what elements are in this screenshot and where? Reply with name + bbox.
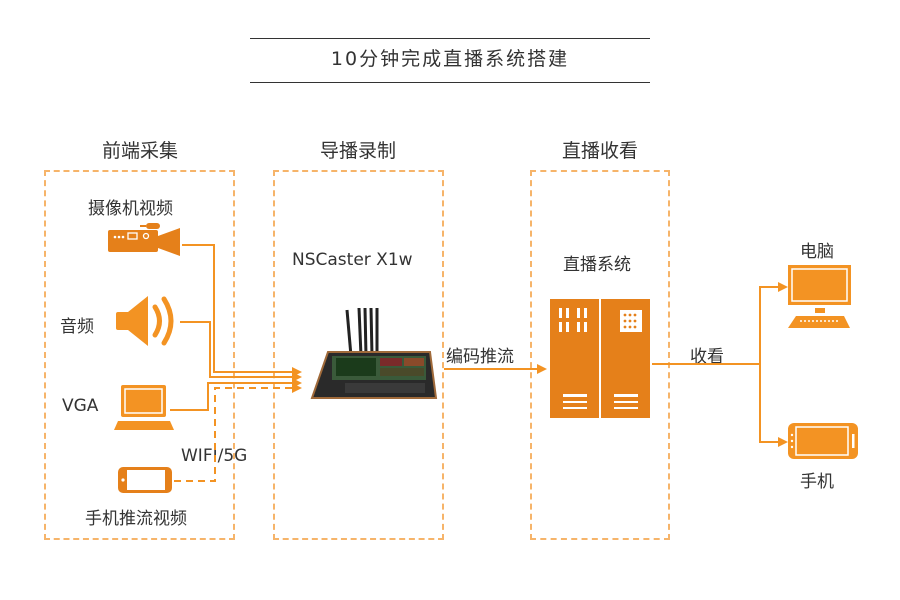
vga-label: VGA bbox=[62, 396, 99, 416]
section-title-live: 直播收看 bbox=[561, 140, 638, 162]
nscaster-device-image bbox=[310, 307, 438, 399]
device-label: NSCaster X1w bbox=[292, 250, 413, 270]
camera-label: 摄像机视频 bbox=[88, 199, 173, 219]
capture-connectors bbox=[170, 244, 302, 482]
laptop-icon bbox=[114, 385, 174, 430]
section-title-capture: 前端采集 bbox=[101, 140, 178, 162]
mobile-label: 手机 bbox=[800, 472, 834, 492]
computer-label: 电脑 bbox=[800, 242, 834, 262]
section-title-director: 导播录制 bbox=[319, 140, 396, 162]
phone-push-label: 手机推流视频 bbox=[85, 509, 187, 529]
title-rule-top bbox=[250, 38, 650, 39]
capture-box bbox=[44, 170, 235, 540]
smartphone-icon bbox=[118, 467, 172, 493]
live-system-label: 直播系统 bbox=[563, 255, 631, 275]
watch-label: 收看 bbox=[690, 347, 724, 367]
audio-label: 音频 bbox=[60, 317, 94, 337]
encode-push-label: 编码推流 bbox=[446, 347, 514, 367]
server-rack-icon bbox=[550, 299, 650, 418]
watch-connectors bbox=[652, 282, 788, 447]
page-title: 10分钟完成直播系统搭建 bbox=[330, 48, 570, 70]
director-box bbox=[273, 170, 444, 540]
title-rule-bottom bbox=[250, 82, 650, 83]
live-box bbox=[530, 170, 670, 540]
video-camera-icon bbox=[108, 223, 180, 256]
mobile-phone-icon bbox=[788, 423, 858, 459]
desktop-computer-icon bbox=[788, 265, 851, 328]
speaker-icon bbox=[116, 296, 174, 346]
